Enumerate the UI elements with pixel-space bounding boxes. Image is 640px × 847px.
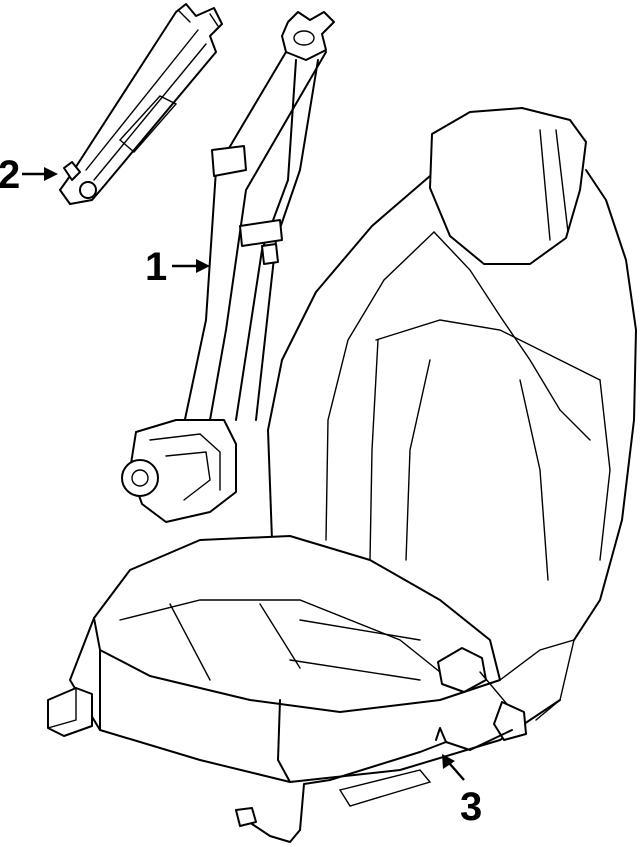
height-adjuster-rail bbox=[59, 3, 223, 205]
callout-1-label: 1 bbox=[145, 245, 167, 289]
wiring-harness bbox=[235, 727, 513, 843]
callout-3-label: 3 bbox=[460, 785, 482, 829]
callout-2-label: 2 bbox=[0, 153, 20, 197]
seat-belt-assembly bbox=[121, 11, 335, 523]
callout-1: 1 bbox=[145, 245, 210, 289]
callout-3: 3 bbox=[442, 754, 482, 829]
callout-2: 2 bbox=[0, 153, 58, 197]
seat-outline bbox=[47, 107, 637, 783]
